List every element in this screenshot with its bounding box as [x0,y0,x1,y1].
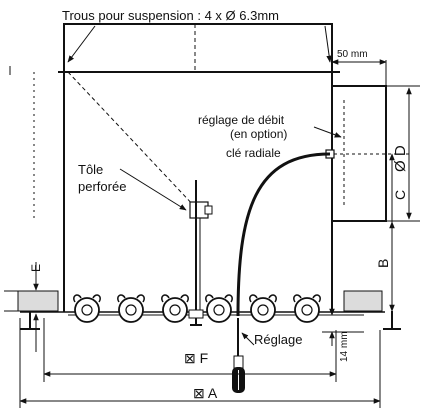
perforated-sheet [67,71,197,211]
support-t-bar [20,311,401,330]
suspension-holes-label: Trous pour suspension : 4 x Ø 6.3mm [62,8,279,23]
ceiling-panel-right [343,290,383,312]
adjustment-cable [236,152,331,317]
dim-C-label: C [392,190,408,200]
dim-F-label: ⊠ F [184,350,208,366]
suspension-hole-arrows [67,25,332,63]
nozzle [117,294,145,323]
dim-14mm-label: 14 mm [339,331,350,362]
dimension-A [19,318,381,408]
perforated-label-line1: Tôle [78,162,103,177]
nozzle [249,294,277,323]
box-body [9,66,385,316]
dimension-F [43,318,337,382]
radial-key-label: clé radiale [226,146,281,160]
suspension-top-plate [58,23,340,73]
nozzle [293,294,321,323]
reglage-label: Réglage [254,332,302,347]
ceiling-panel-left [4,290,59,312]
nozzle-row [73,294,321,323]
dimension-14mm [322,300,364,346]
dim-B-label: B [375,259,391,268]
screwdriver [232,318,245,393]
dim-A-label: ⊠ A [193,385,218,401]
flow-adjust-label-line1: réglage de débit [198,113,285,127]
perforated-label-line2: perforée [78,179,126,194]
nozzle [205,294,233,323]
reglage-arrow [241,332,255,346]
dimension-50mm [331,36,387,86]
dim-50mm-label: 50 mm [337,49,368,60]
dim-E-label: E [29,264,43,272]
flow-adjust-label-line2: (en option) [230,127,287,141]
nozzle [161,294,189,323]
duct-spigot [313,85,410,222]
damper-rod [188,180,213,326]
nozzle [73,294,101,323]
dim-D-label: Ø D [392,145,409,172]
